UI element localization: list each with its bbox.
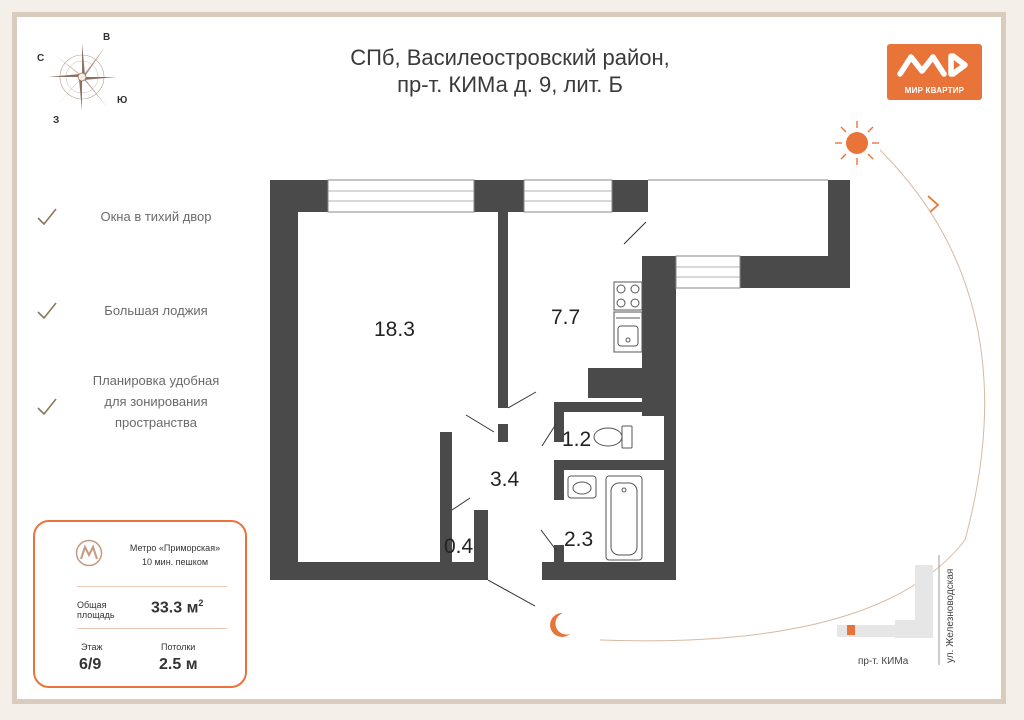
brand-mark-icon <box>897 53 968 77</box>
feature-line: для зонирования <box>104 394 208 409</box>
compass-north: В <box>103 32 110 43</box>
room-area-living: 18.3 <box>374 318 415 341</box>
doors <box>451 221 647 607</box>
feature-text: Окна в тихий двор <box>100 209 212 224</box>
divider <box>77 586 227 587</box>
arrow-icon <box>927 195 940 213</box>
feature-text: Большая лоджия <box>104 303 208 318</box>
room-area-hall: 3.4 <box>490 468 520 491</box>
divider <box>77 628 227 629</box>
building-marker-icon <box>847 625 855 635</box>
room-area-kitchen: 7.7 <box>551 306 581 329</box>
area-unit-sup: 2 <box>198 598 204 608</box>
bath-fixtures <box>567 475 643 561</box>
moon-icon <box>550 612 570 637</box>
feature-line: Планировка удобная <box>92 373 220 388</box>
feature-line: пространства <box>114 415 198 430</box>
room-area-toilet: 1.2 <box>562 428 592 451</box>
area-label: Общая площадь <box>77 600 115 620</box>
area-label-line: площадь <box>77 610 115 620</box>
area-label-line: Общая <box>77 600 107 610</box>
compass-east: Ю <box>117 95 127 106</box>
ceiling-label: Потолки <box>161 642 196 652</box>
street-label-horizontal: пр-т. КИМа <box>858 656 909 667</box>
brand-logo: МИР КВАРТИР <box>887 44 982 100</box>
floor-label: Этаж <box>81 642 103 652</box>
kitchen-appliances <box>613 281 643 353</box>
check-icon <box>37 302 57 320</box>
street-label-vertical: ул. Железноводская <box>945 568 956 663</box>
check-icon <box>37 208 57 226</box>
toilet-fixture <box>593 425 633 449</box>
check-icon <box>37 398 57 416</box>
info-card: Метро «Приморская» 10 мин. пешком Общая … <box>33 520 247 688</box>
location-map <box>837 555 940 665</box>
ceiling-value: 2.5 м <box>159 656 198 673</box>
brand-name: МИР КВАРТИР <box>904 86 965 95</box>
floor-value: 6/9 <box>79 656 102 673</box>
address-line-1: СПб, Василеостровский район, <box>350 45 670 70</box>
area-value-number: 33.3 м <box>151 599 199 617</box>
room-area-closet: 0.4 <box>444 535 474 558</box>
windows <box>327 179 741 289</box>
sun-icon <box>835 121 879 165</box>
address-title: СПб, Василеостровский район, пр-т. КИМа … <box>320 44 700 98</box>
address-line-2: пр-т. КИМа д. 9, лит. Б <box>397 72 623 97</box>
plan-walls <box>270 180 850 580</box>
metro-icon <box>75 539 103 567</box>
compass: В С Ю З <box>35 25 145 135</box>
compass-south: З <box>53 115 59 126</box>
metro-info: Метро «Приморская» 10 мин. пешком <box>112 541 238 569</box>
room-area-bathroom: 2.3 <box>564 528 594 551</box>
compass-rose-icon: В С Ю З <box>37 32 127 126</box>
metro-name: Метро «Приморская» <box>129 543 221 553</box>
feature-text-multiline: Планировка удобная для зонирования прост… <box>66 370 246 433</box>
area-value: 33.3 м2 <box>151 598 203 617</box>
metro-walk: 10 мин. пешком <box>141 557 209 567</box>
compass-west: С <box>37 53 44 64</box>
